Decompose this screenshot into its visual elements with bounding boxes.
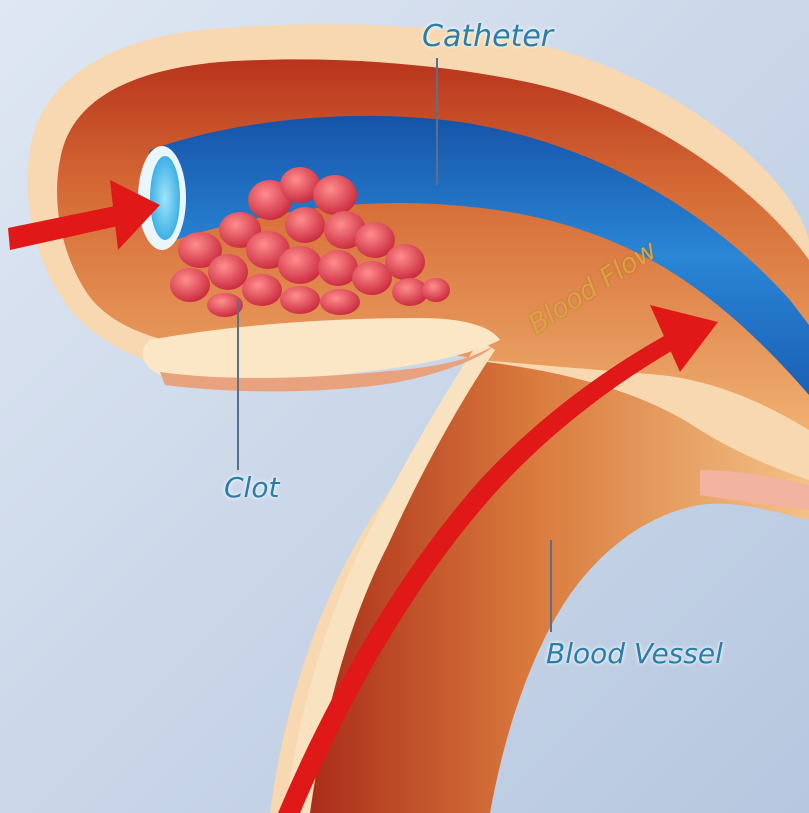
label-blood-vessel: Blood Vessel [546,640,723,668]
label-catheter: Catheter [422,22,553,52]
catheter-tip-opening [150,156,180,240]
label-clot: Clot [224,474,279,502]
